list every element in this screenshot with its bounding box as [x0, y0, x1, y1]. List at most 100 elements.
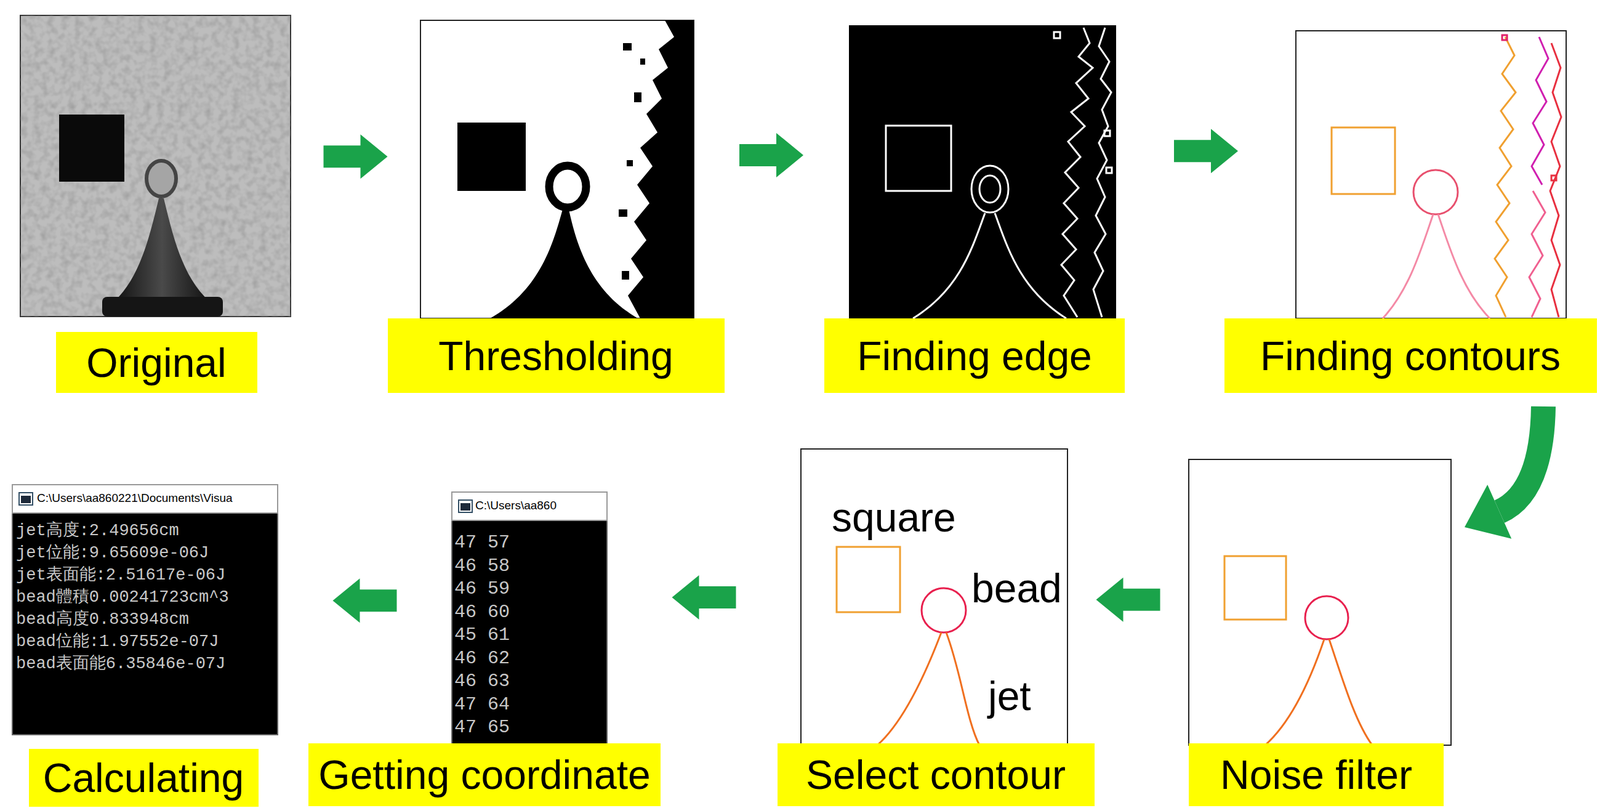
contour-name: bead: [971, 565, 1062, 611]
contour-name-box: square: [831, 496, 957, 538]
original-photo: [20, 15, 291, 317]
step-panel: Finding contours: [1295, 30, 1567, 319]
window-title-box: C:\Users\aa860: [475, 498, 557, 513]
step-panel: Finding edge: [848, 25, 1117, 319]
bead-contour: [1413, 169, 1458, 215]
jet-shape: [490, 206, 638, 319]
noise-region: [627, 20, 694, 319]
flow-arrow-shape: [672, 574, 737, 620]
console-line-box: 46 59: [454, 577, 510, 601]
contour-name-box: bead: [971, 567, 1062, 609]
console-titlebar: [12, 484, 278, 513]
console-line-box: 47 64: [454, 693, 510, 717]
selected-image: [800, 448, 1068, 745]
flow-arrow-shape: [1173, 128, 1239, 173]
console-line-box: jet表面能:2.51617e-06J: [16, 565, 226, 585]
console-body: [12, 484, 278, 735]
image-ground: [1188, 459, 1452, 745]
step-label: Thresholding: [387, 318, 725, 393]
step-label-text: Finding contours: [1260, 335, 1561, 377]
noise-contour: [1550, 43, 1562, 318]
console-line-box: 47 65: [454, 715, 510, 740]
console-line: 47 64: [454, 693, 510, 715]
console-icon: [20, 495, 31, 503]
step-label: Select contour: [777, 743, 1095, 806]
console-line: 47 65: [454, 716, 510, 738]
window-title-box: C:\Users\aa860221\Documents\Visua: [36, 491, 233, 506]
step-label-text: Finding edge: [856, 335, 1093, 377]
console-line-box: 46 60: [454, 600, 510, 625]
bead-edge: [971, 165, 1009, 213]
step-label-text: Select contour: [805, 754, 1066, 795]
console-line-box: bead高度0.833948cm: [16, 609, 189, 630]
console-line: jet表面能:2.51617e-06J: [16, 565, 226, 585]
console-line-box: bead位能:1.97552e-07J: [16, 631, 219, 652]
flow-arrow: [1464, 406, 1544, 539]
contour-name: jet: [988, 672, 1032, 719]
console-line-box: 45 61: [454, 623, 510, 648]
contour-name-box: jet: [988, 675, 1032, 716]
console-line: 45 61: [454, 624, 510, 646]
bead-contour: [1305, 595, 1349, 640]
console-line-box: 46 62: [454, 647, 510, 671]
square-contour: [1224, 555, 1287, 620]
window-title: C:\Users\aa860: [475, 498, 557, 512]
noise-speck: [1053, 32, 1061, 39]
console-line: 46 63: [454, 670, 510, 692]
console-titlebar: [451, 491, 608, 521]
console-line: 46 60: [454, 601, 510, 623]
jet-edge: [912, 213, 1067, 319]
step-label: Calculating: [28, 748, 259, 807]
console-line-box: bead體積0.00241723cm^3: [16, 587, 230, 608]
jet-shape: [114, 198, 210, 302]
console-line: bead表面能6.35846e-07J: [16, 654, 226, 673]
console-line: 46 59: [454, 578, 510, 599]
noise-speck: [634, 92, 642, 103]
image-ground: [420, 20, 694, 319]
console-line-box: 47 57: [454, 531, 510, 555]
noise-edge: [1093, 27, 1112, 318]
flow-arrow: [323, 134, 388, 179]
console-window: [451, 491, 608, 745]
step-label-text: Thresholding: [438, 335, 674, 377]
console-line: jet位能:9.65609e-06J: [16, 543, 209, 563]
bead-contour: [921, 587, 966, 633]
step-panel: Noise filter: [1188, 459, 1452, 745]
noise-contour: [1529, 190, 1546, 318]
threshold-image: [420, 20, 694, 319]
console-line-box: jet高度:2.49656cm: [16, 520, 180, 541]
noise-speck: [626, 160, 633, 167]
flow-arrow: [333, 578, 398, 623]
step-label-text: Original: [86, 342, 226, 383]
console-icon: [458, 499, 473, 513]
flow-arrow-shaft: [1499, 406, 1544, 512]
contour-image: [1295, 30, 1567, 319]
image-ground: [800, 448, 1068, 745]
noise-speck: [1104, 130, 1110, 137]
bead-shape: [549, 165, 587, 208]
console-icon: [460, 502, 471, 511]
noise-speck: [1106, 167, 1112, 173]
flow-arrow-shape: [333, 578, 398, 623]
bead-shape: [146, 160, 177, 197]
contour-name: square: [831, 494, 957, 540]
jet-contour: [1265, 639, 1373, 745]
step-label-text: Getting coordinate: [318, 754, 651, 795]
jet-contour: [1382, 214, 1490, 319]
console-icon: [19, 492, 33, 505]
reference-square: [59, 114, 125, 182]
flow-arrow-shape: [1096, 577, 1161, 622]
flow-arrow: [672, 574, 737, 620]
noise-speck: [1502, 35, 1508, 41]
jet-contour: [877, 632, 980, 745]
noise-contour: [1531, 36, 1549, 185]
photo-ground: [20, 15, 291, 317]
console-line: 46 62: [454, 647, 510, 669]
jet-base: [102, 296, 223, 317]
flow-arrow: [739, 132, 804, 178]
step-label: Original: [56, 331, 258, 393]
step-panel: Thresholding: [420, 20, 694, 319]
noise-speck: [623, 43, 632, 51]
